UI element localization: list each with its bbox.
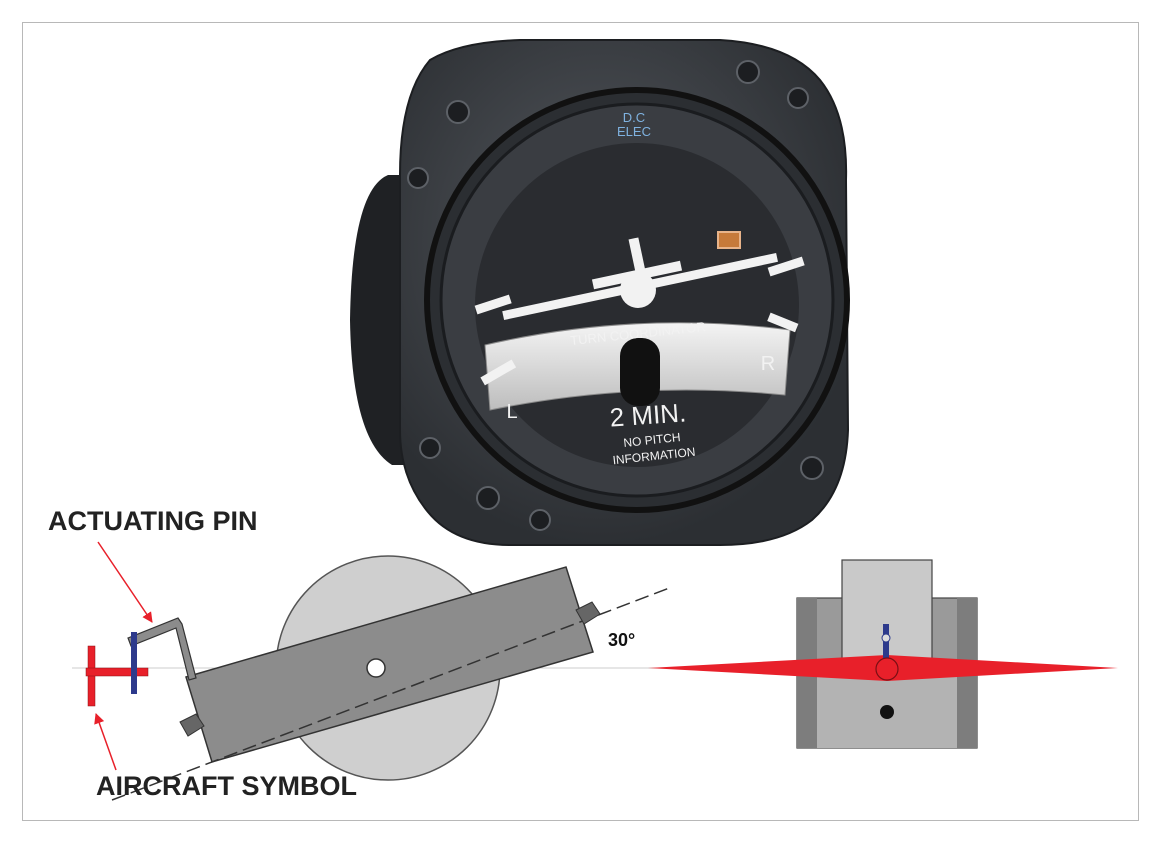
front-actuating-pin — [883, 624, 889, 662]
index-marks — [474, 256, 805, 386]
dial-note-line1: NO PITCH — [623, 430, 681, 450]
aircraft-symbol-label: AIRCRAFT SYMBOL — [96, 771, 357, 801]
front-pivot — [179, 713, 205, 737]
dial-left-mark: L — [506, 401, 517, 423]
gimbal-front-view — [648, 559, 1118, 749]
actuating-pin-label: ACTUATING PIN — [48, 506, 258, 536]
gimbal-frame — [185, 566, 594, 763]
rear-pivot — [575, 601, 601, 625]
dial-rate: 2 MIN. — [609, 397, 687, 432]
angle-label: 30° — [608, 630, 635, 650]
gimbal-center-hole — [366, 658, 386, 678]
aircraft-symbol-arrow — [94, 713, 117, 771]
turn-coordinator-instrument: D.C ELEC TURN COORDINATOR L R 2 MIN. NO … — [350, 39, 850, 546]
miniature-aircraft — [502, 237, 778, 320]
actuating-arm — [127, 617, 197, 681]
dial-label-elec: ELEC — [617, 124, 651, 139]
actuating-pin-arrow — [97, 541, 153, 623]
screw-icon — [446, 100, 470, 124]
gimbal-side-view: 30° ACTUATING PIN AIRCRAFT SYMBOL — [48, 506, 673, 801]
screw-icon — [529, 509, 551, 531]
screw-icon — [800, 456, 824, 480]
front-aircraft-center — [875, 657, 899, 681]
screw-icon — [787, 87, 809, 109]
front-lower-dot — [880, 705, 894, 719]
aircraft-symbol-horizontal — [85, 667, 149, 677]
screw-icon — [476, 486, 500, 510]
dial-label-dc: D.C — [623, 110, 645, 125]
figure-frame — [22, 22, 1139, 821]
actuating-pin — [131, 632, 137, 694]
dial-right-mark: R — [761, 353, 775, 375]
screw-icon — [736, 60, 760, 84]
inclinometer-ball — [620, 338, 660, 406]
front-pin-head — [881, 633, 891, 643]
screw-icon — [419, 437, 441, 459]
power-flag — [717, 231, 741, 249]
screw-icon — [407, 167, 429, 189]
